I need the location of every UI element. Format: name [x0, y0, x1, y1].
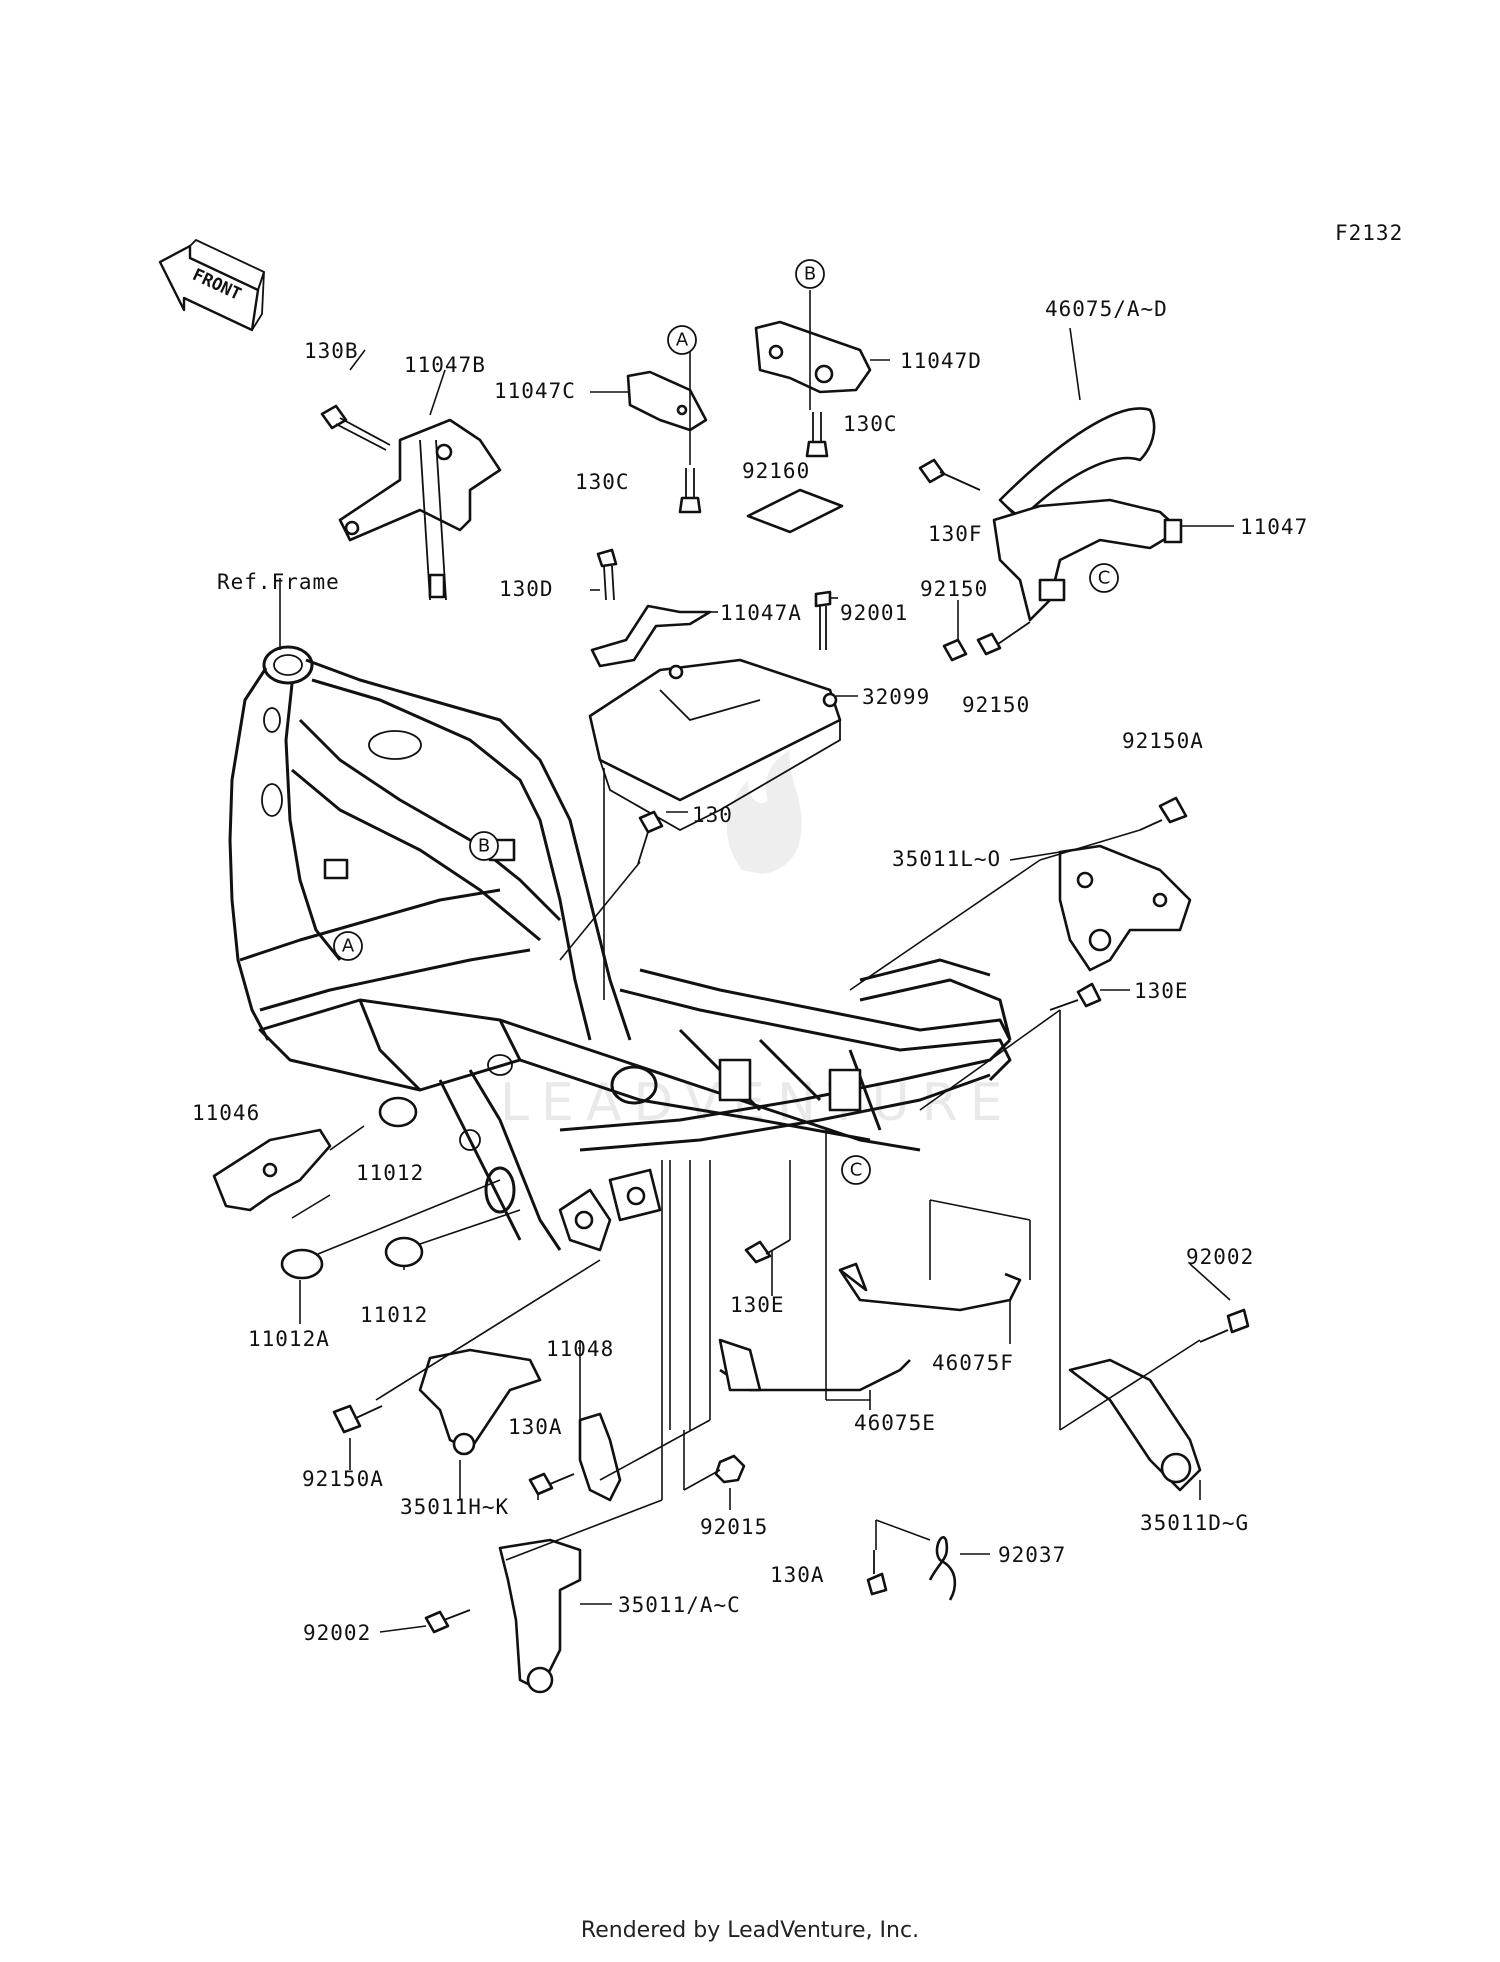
label-11012-upper: 11012 — [356, 1161, 424, 1185]
svg-text:B: B — [478, 836, 490, 857]
part-92160-illustration — [746, 488, 844, 534]
part-92037-illustration — [928, 1536, 957, 1601]
label-92150-upper: 92150 — [920, 577, 988, 601]
part-11047A-illustration — [590, 604, 712, 668]
label-11012A: 11012A — [248, 1327, 330, 1351]
label-46075E: 46075E — [854, 1411, 936, 1435]
svg-text:A: A — [342, 936, 355, 957]
part-46075E-illustration — [718, 1338, 911, 1392]
callout-C-upper: C — [1089, 563, 1119, 593]
part-92015-illustration — [714, 1454, 746, 1484]
svg-text:B: B — [804, 264, 816, 285]
watermark-text: LEADVENTURE — [500, 1073, 1015, 1133]
part-130E-top-illustration — [1049, 982, 1102, 1011]
label-92150-lower: 92150 — [962, 693, 1030, 717]
part-35011L-illustration — [1058, 844, 1192, 972]
part-11047-illustration — [992, 498, 1183, 622]
label-11046: 11046 — [192, 1101, 260, 1125]
svg-text:C: C — [1098, 568, 1111, 589]
part-11048-illustration — [578, 1412, 622, 1502]
callout-B-frame: B — [469, 831, 499, 861]
frame-illustration — [228, 645, 1012, 1252]
label-11047: 11047 — [1240, 515, 1308, 539]
svg-text:A: A — [676, 330, 689, 351]
part-92150A-top-illustration — [1139, 796, 1188, 831]
label-35011H: 35011H~K — [400, 1495, 509, 1519]
part-11047B-illustration — [338, 418, 502, 601]
label-11047B: 11047B — [404, 353, 486, 377]
part-32099-illustration — [588, 658, 842, 832]
label-46075F: 46075F — [932, 1351, 1014, 1375]
svg-text:C: C — [850, 1160, 863, 1181]
label-130E-lower: 130E — [730, 1293, 785, 1317]
label-92037: 92037 — [998, 1543, 1066, 1567]
part-92001-illustration — [814, 590, 832, 650]
label-32099: 32099 — [862, 685, 930, 709]
label-92150A-upper: 92150A — [1122, 729, 1204, 753]
label-130D: 130D — [499, 577, 554, 601]
label-130E-upper: 130E — [1134, 979, 1189, 1003]
label-35011D: 35011D~G — [1140, 1511, 1249, 1535]
label-92150A-lower: 92150A — [302, 1467, 384, 1491]
callout-B-upper: B — [795, 259, 825, 289]
ref-frame-label: Ref.Frame — [217, 570, 340, 594]
label-11047D: 11047D — [900, 349, 982, 373]
figure-code: F2132 — [1335, 221, 1403, 245]
label-92001: 92001 — [840, 601, 908, 625]
part-46075F-illustration — [838, 1262, 1022, 1312]
callout-A-upper: A — [667, 325, 697, 355]
watermark: LEADVENTURE — [500, 750, 1015, 1133]
label-130A-bottom: 130A — [770, 1563, 825, 1587]
part-130E-low-illustration — [744, 1239, 791, 1264]
part-35011A-illustration — [498, 1538, 582, 1694]
label-130C-right: 130C — [843, 412, 898, 436]
part-92002-bottom-illustration — [424, 1609, 471, 1634]
part-130A-left-illustration — [528, 1472, 575, 1496]
label-130C-left: 130C — [575, 470, 630, 494]
label-92015: 92015 — [700, 1515, 768, 1539]
footer-credit: Rendered by LeadVenture, Inc. — [580, 1918, 920, 1943]
label-130: 130 — [692, 803, 733, 827]
callout-A-frame: A — [333, 931, 363, 961]
callout-C-frame: C — [841, 1155, 871, 1185]
label-11048: 11048 — [546, 1337, 614, 1361]
part-130B-illustration — [320, 404, 391, 451]
part-130A-bottom-illustration — [866, 1550, 888, 1596]
part-130C-illustration — [678, 412, 829, 514]
part-130-illustration — [637, 810, 664, 865]
part-11046-illustration — [212, 1128, 332, 1212]
part-130F-illustration — [918, 458, 981, 491]
label-46075: 46075/A~D — [1045, 297, 1168, 321]
part-35011H-illustration — [418, 1348, 542, 1456]
label-92002-bottom: 92002 — [303, 1621, 371, 1645]
label-92160: 92160 — [742, 459, 810, 483]
label-130A-left: 130A — [508, 1415, 563, 1439]
part-35011D-illustration — [1068, 1358, 1202, 1492]
part-92002-right-illustration — [1199, 1308, 1250, 1343]
front-arrow-icon: FRONT — [158, 238, 266, 332]
label-35011A: 35011/A~C — [618, 1593, 741, 1617]
part-11047C-illustration — [626, 370, 708, 432]
label-35011L: 35011L~O — [892, 847, 1001, 871]
part-11047D-illustration — [754, 320, 872, 394]
part-92150A-low-illustration — [332, 1404, 383, 1434]
label-11047A: 11047A — [720, 601, 802, 625]
part-92150-illustration — [942, 621, 1031, 662]
label-11047C: 11047C — [494, 379, 576, 403]
label-130B: 130B — [304, 339, 359, 363]
label-11012-lower: 11012 — [360, 1303, 428, 1327]
leader-lines — [279, 290, 1234, 1633]
label-130F: 130F — [928, 522, 983, 546]
label-92002-right: 92002 — [1186, 1245, 1254, 1269]
part-130D-illustration — [596, 548, 618, 601]
part-11012-illustration — [280, 1096, 424, 1280]
